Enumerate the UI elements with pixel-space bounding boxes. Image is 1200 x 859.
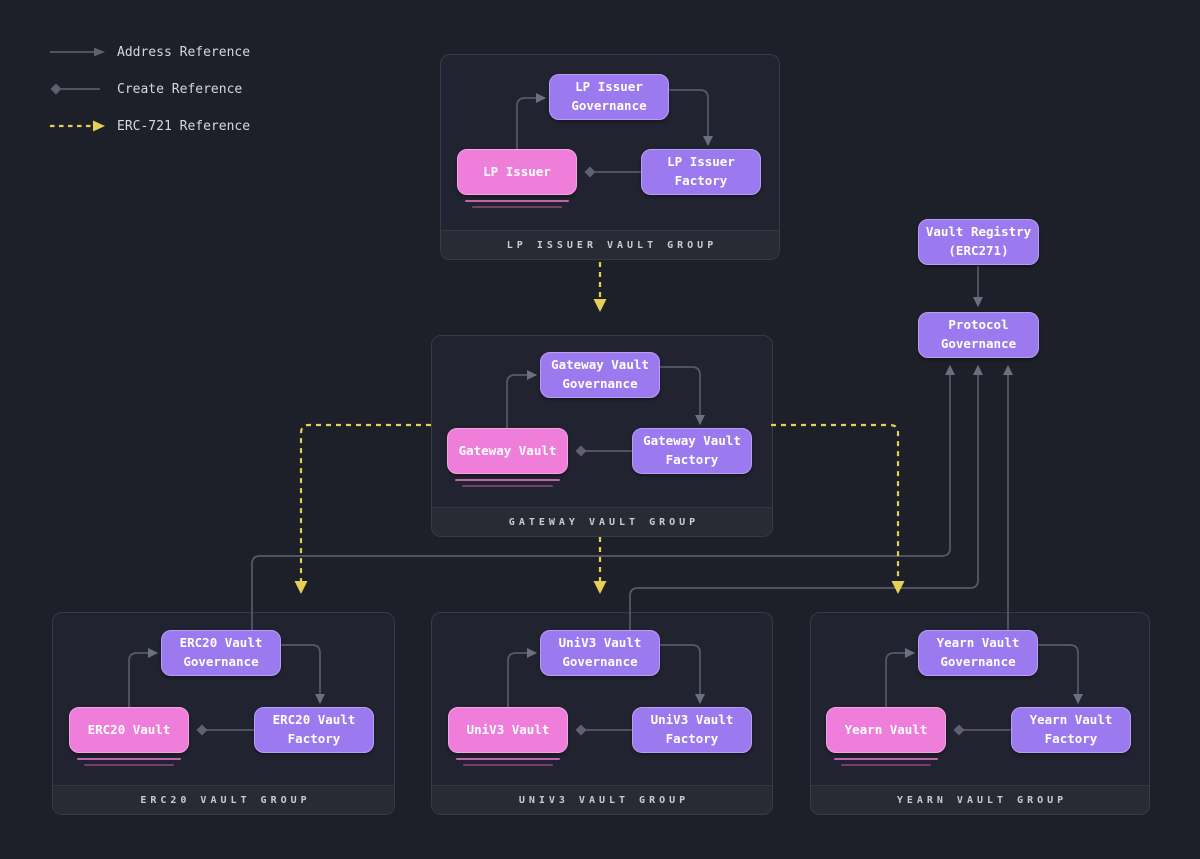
legend-label-create-reference: Create Reference bbox=[117, 81, 243, 97]
legend: Address Reference Create Reference ERC-7… bbox=[48, 44, 250, 155]
node-lp-issuer-factory[interactable]: LP Issuer Factory bbox=[641, 149, 761, 195]
node-yearn-vault-governance[interactable]: Yearn Vault Governance bbox=[918, 630, 1038, 676]
legend-label-address-reference: Address Reference bbox=[117, 44, 251, 60]
connector-erc20-governance-to-protocol-governance bbox=[251, 365, 955, 632]
legend-item-address-reference: Address Reference bbox=[48, 44, 250, 60]
address-reference-arrow-icon bbox=[50, 47, 105, 57]
create-reference-diamond-icon bbox=[50, 83, 100, 95]
node-lp-issuer-governance[interactable]: LP Issuer Governance bbox=[549, 74, 669, 120]
node-gateway-vault-governance[interactable]: Gateway Vault Governance bbox=[540, 352, 660, 398]
connector-erc721-gateway-to-erc20 bbox=[294, 423, 431, 594]
node-vault-registry[interactable]: Vault Registry (ERC271) bbox=[918, 219, 1039, 265]
node-yearn-vault-factory[interactable]: Yearn Vault Factory bbox=[1011, 707, 1131, 753]
node-univ3-vault-governance[interactable]: UniV3 Vault Governance bbox=[540, 630, 660, 676]
connector-yearn-governance-to-factory bbox=[1038, 644, 1083, 704]
group-label-lp-issuer: LP ISSUER VAULT GROUP bbox=[441, 230, 779, 259]
connector-erc20-governance-to-factory bbox=[281, 644, 325, 704]
node-yearn-vault[interactable]: Yearn Vault bbox=[826, 707, 946, 766]
legend-label-erc721-reference: ERC-721 Reference bbox=[117, 118, 251, 134]
node-gateway-vault-factory[interactable]: Gateway Vault Factory bbox=[632, 428, 752, 474]
connector-univ3-vault-to-governance bbox=[507, 648, 537, 707]
node-lp-issuer[interactable]: LP Issuer bbox=[457, 149, 577, 208]
node-protocol-governance[interactable]: Protocol Governance bbox=[918, 312, 1039, 358]
connector-lp-governance-to-factory bbox=[669, 89, 713, 146]
group-label-univ3: UNIV3 VAULT GROUP bbox=[432, 785, 772, 814]
group-label-erc20: ERC20 VAULT GROUP bbox=[53, 785, 394, 814]
node-erc20-vault-factory[interactable]: ERC20 Vault Factory bbox=[254, 707, 374, 753]
node-erc20-vault-governance[interactable]: ERC20 Vault Governance bbox=[161, 630, 281, 676]
node-univ3-vault-factory[interactable]: UniV3 Vault Factory bbox=[632, 707, 752, 753]
group-label-gateway: GATEWAY VAULT GROUP bbox=[432, 507, 772, 536]
legend-item-create-reference: Create Reference bbox=[48, 81, 250, 97]
connector-yearn-vault-to-governance bbox=[885, 648, 915, 707]
erc721-reference-dashed-arrow-icon bbox=[50, 120, 105, 132]
connector-erc721-gateway-to-yearn bbox=[771, 423, 905, 594]
connector-univ3-governance-to-protocol-governance bbox=[629, 365, 983, 632]
connector-gateway-vault-to-governance bbox=[506, 370, 537, 428]
connector-lp-vault-to-governance bbox=[516, 93, 546, 149]
node-erc20-vault[interactable]: ERC20 Vault bbox=[69, 707, 189, 766]
group-label-yearn: YEARN VAULT GROUP bbox=[811, 785, 1149, 814]
legend-item-erc721-reference: ERC-721 Reference bbox=[48, 118, 250, 134]
connector-gateway-governance-to-factory bbox=[660, 366, 705, 425]
connector-erc20-vault-to-governance bbox=[128, 648, 158, 707]
node-gateway-vault[interactable]: Gateway Vault bbox=[447, 428, 568, 487]
connector-univ3-governance-to-factory bbox=[660, 644, 705, 704]
node-univ3-vault[interactable]: UniV3 Vault bbox=[448, 707, 568, 766]
